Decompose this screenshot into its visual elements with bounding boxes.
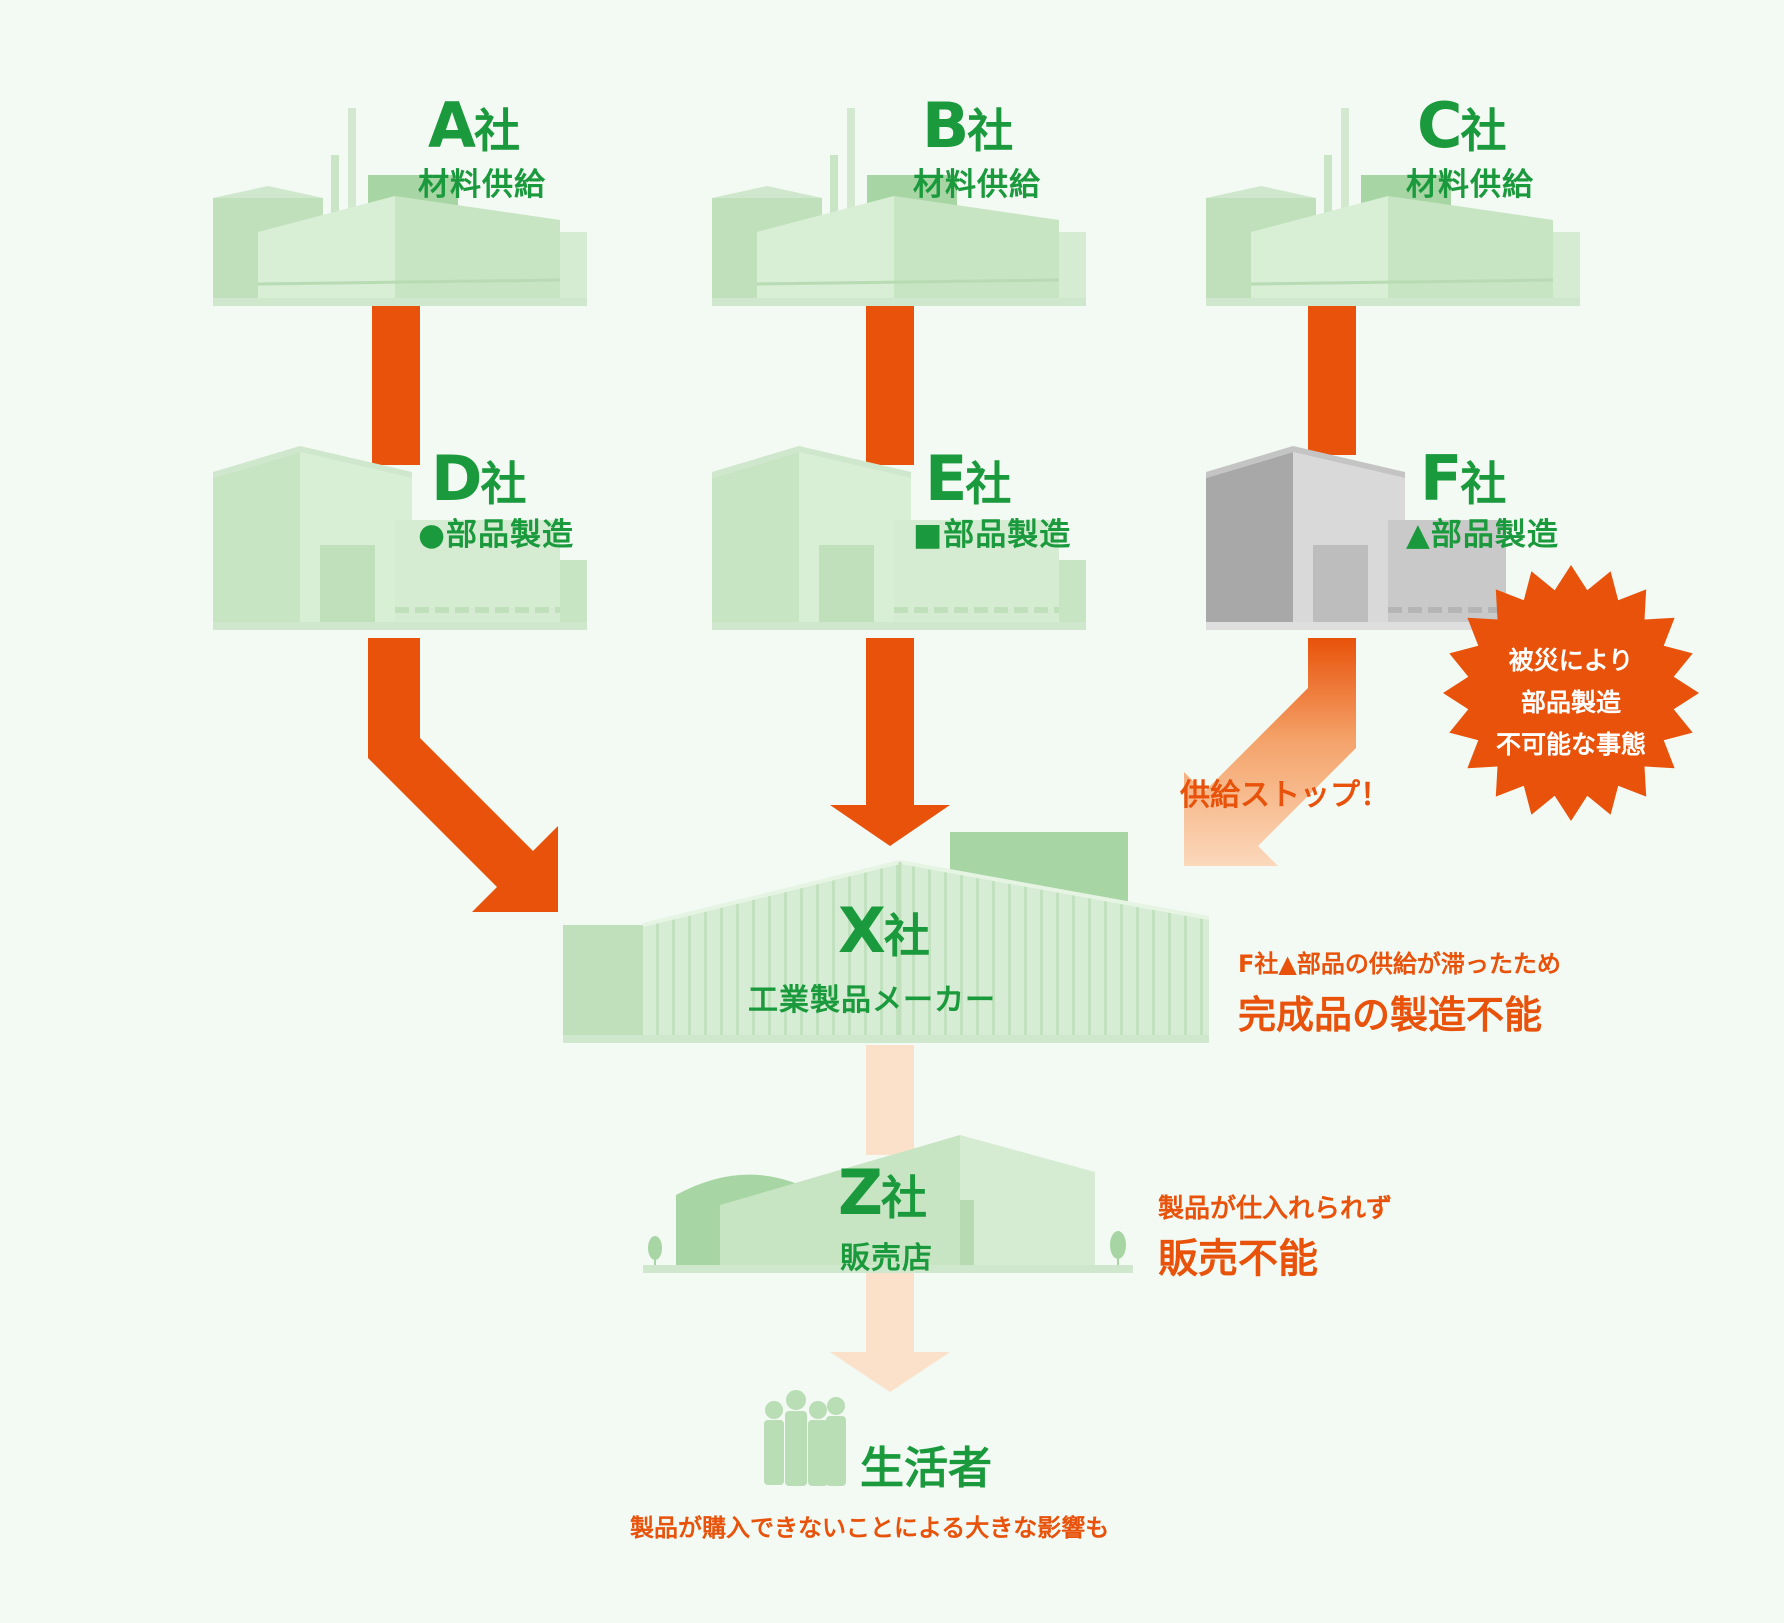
arrow-f-to-x-faded: [1184, 638, 1356, 866]
company-c-label: C社: [1417, 89, 1507, 162]
x-note-small: F社▲部品の供給が滞ったため: [1238, 950, 1561, 978]
company-a-label: A社: [428, 89, 520, 162]
disaster-line-3: 不可能な事態: [1495, 730, 1646, 759]
store-z-icon: [643, 1135, 1133, 1273]
arrow-c-to-f: [1308, 305, 1356, 455]
consumer-label: 生活者: [860, 1443, 992, 1494]
consumer-note: 製品が購入できないことによる大きな影響も: [630, 1514, 1110, 1542]
disaster-line-2: 部品製造: [1520, 688, 1621, 717]
arrow-x-to-z: [866, 1045, 914, 1155]
z-note-large: 販売不能: [1158, 1236, 1318, 1282]
company-x-label: X社: [838, 894, 930, 967]
company-e-role: ■部品製造: [913, 517, 1072, 553]
company-d-label: D社: [431, 442, 527, 515]
supply-stop-label: 供給ストップ！: [1180, 778, 1390, 813]
factory-x-icon: [563, 832, 1210, 1043]
company-f-role: ▲部品製造: [1406, 517, 1559, 553]
x-note-large: 完成品の製造不能: [1238, 993, 1543, 1037]
company-c-role: 材料供給: [1406, 167, 1534, 203]
factory-d-icon: [213, 446, 587, 630]
company-f-label: F社: [1420, 442, 1507, 515]
company-b-label: B社: [922, 89, 1014, 162]
factory-c-icon: [1204, 106, 1582, 308]
arrow-z-to-consumer: [830, 1272, 950, 1392]
company-d-role: ●部品製造: [418, 517, 575, 553]
arrow-d-to-x: [368, 638, 558, 912]
tree-icon: [648, 1231, 1126, 1265]
arrow-e-to-x: [830, 638, 950, 846]
factory-b-icon: [710, 106, 1088, 308]
factory-a-icon: [213, 108, 587, 306]
company-a-role: 材料供給: [418, 167, 546, 203]
disaster-burst-icon: [1443, 565, 1699, 821]
factory-f-icon: [1206, 446, 1506, 630]
company-x-role: 工業製品メーカー: [748, 983, 996, 1018]
company-z-role: 販売店: [840, 1241, 933, 1276]
arrow-b-to-e: [866, 305, 914, 465]
disaster-message: 被災により 部品製造 不可能な事態: [1461, 640, 1681, 766]
z-note-small: 製品が仕入れられず: [1158, 1194, 1393, 1224]
company-z-label: Z社: [838, 1156, 927, 1229]
company-e-label: E社: [925, 442, 1012, 515]
disaster-line-1: 被災により: [1508, 646, 1634, 675]
people-group-icon: [764, 1390, 846, 1486]
company-b-role: 材料供給: [913, 167, 1041, 203]
arrow-a-to-d: [372, 305, 420, 465]
